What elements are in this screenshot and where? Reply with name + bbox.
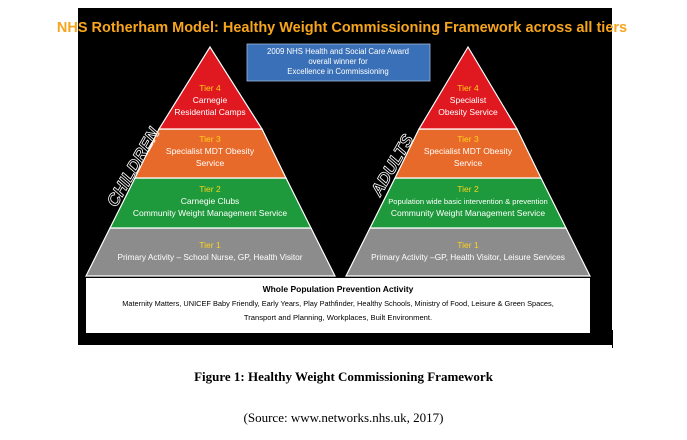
adults-tier4-line1: Specialist (450, 95, 487, 105)
award-line-2: overall winner for (308, 57, 368, 66)
children-tier3-line2: Service (196, 158, 225, 168)
children-tier4-name: Tier 4 (199, 83, 221, 93)
adults-tier4-line2: Obesity Service (438, 107, 498, 117)
adults-tier1-name: Tier 1 (457, 240, 479, 250)
figure-source: (Source: www.networks.nhs.uk, 2017) (243, 410, 444, 425)
children-tier2-line2: Community Weight Management Service (133, 208, 288, 218)
adults-tier3-name: Tier 3 (457, 134, 479, 144)
prevention-base: Whole Population Prevention Activity Mat… (86, 278, 590, 333)
children-tier4-line1: Carnegie (193, 95, 228, 105)
children-tier1-name: Tier 1 (199, 240, 221, 250)
children-tier3-name: Tier 3 (199, 134, 221, 144)
diagram-title: NHS Rotherham Model: Healthy Weight Comm… (57, 20, 627, 36)
children-tier3-line1: Specialist MDT Obesity (166, 146, 255, 156)
adults-tier3-line2: Service (454, 158, 483, 168)
text-cursor (612, 330, 613, 348)
prevention-line-1: Maternity Matters, UNICEF Baby Friendly,… (122, 299, 554, 308)
children-tier4-line2: Residential Camps (174, 107, 245, 117)
children-tier1-line1: Primary Activity – School Nurse, GP, Hea… (117, 252, 302, 262)
adults-tier2-name: Tier 2 (457, 184, 479, 194)
adults-tier4-band (417, 45, 519, 130)
children-tier4-band (157, 45, 264, 130)
framework-diagram: NHS Rotherham Model: Healthy Weight Comm… (57, 8, 627, 345)
prevention-line-2: Transport and Planning, Workplaces, Buil… (244, 313, 432, 322)
adults-tier1-line1: Primary Activity –GP, Health Visitor, Le… (371, 252, 565, 262)
children-tier2-name: Tier 2 (199, 184, 221, 194)
adults-tier4-name: Tier 4 (457, 83, 479, 93)
adults-tier2-line1: Population wide basic intervention & pre… (388, 197, 548, 206)
award-box: 2009 NHS Health and Social Care Award ov… (246, 43, 431, 82)
children-tier2-line1: Carnegie Clubs (181, 196, 240, 206)
adults-tier2-line2: Community Weight Management Service (391, 208, 546, 218)
award-line-3: Excellence in Commissioning (287, 67, 388, 76)
award-line-1: 2009 NHS Health and Social Care Award (267, 47, 409, 56)
adults-tier3-line1: Specialist MDT Obesity (424, 146, 513, 156)
figure-caption: Figure 1: Healthy Weight Commissioning F… (194, 369, 493, 384)
children-pyramid: Tier 4 Carnegie Residential Camps Tier 3… (85, 45, 336, 277)
prevention-title: Whole Population Prevention Activity (263, 284, 414, 294)
